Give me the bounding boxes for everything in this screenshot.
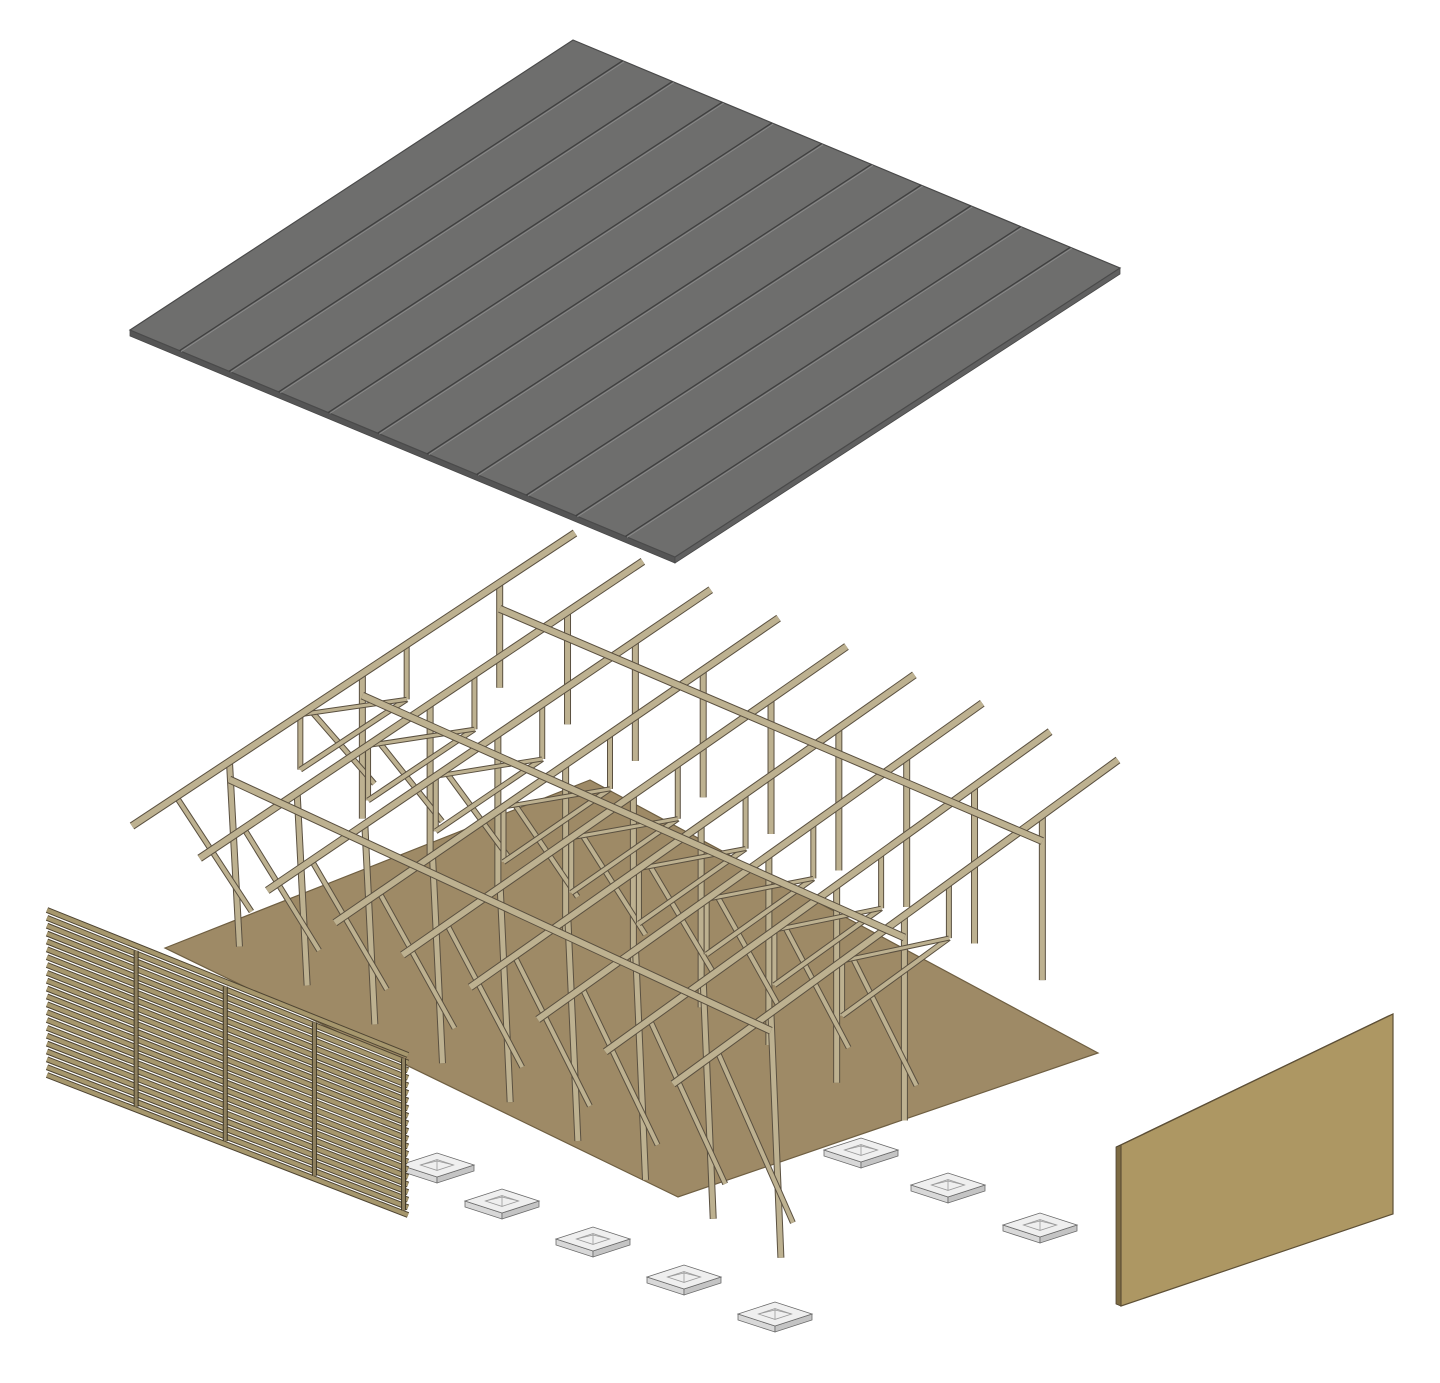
slat	[46, 1073, 409, 1217]
roof-seam-highlight	[577, 227, 1023, 518]
post	[430, 855, 445, 1064]
roof-seam-highlight	[527, 206, 973, 497]
rafter	[536, 700, 984, 1022]
solid-panel-face	[1120, 1013, 1394, 1307]
roof-seam	[327, 122, 773, 414]
roof-seam-highlight	[230, 82, 675, 373]
post	[497, 887, 513, 1103]
rafter	[265, 587, 713, 893]
strut	[377, 891, 457, 1030]
rafter	[197, 558, 645, 861]
post	[565, 918, 581, 1142]
strut	[174, 795, 254, 913]
post	[294, 792, 310, 986]
roof-seam-highlight	[428, 165, 874, 456]
roof-seam	[228, 80, 673, 372]
rafter	[333, 615, 781, 926]
roof-panel	[128, 39, 1122, 564]
roof-seam	[625, 246, 1071, 537]
strut	[580, 987, 660, 1146]
strut	[375, 738, 444, 823]
strut	[443, 769, 512, 861]
rafter	[400, 644, 849, 958]
roof-seam	[377, 143, 822, 434]
roof-seam-highlight	[329, 123, 774, 414]
roof-surface	[128, 39, 1122, 558]
footing-plinth	[419, 1159, 455, 1171]
roof-seam-highlight	[379, 144, 824, 435]
strut	[242, 827, 321, 952]
longitudinal-beam	[228, 776, 773, 1034]
strut	[510, 799, 580, 898]
strut	[309, 859, 389, 991]
strut	[512, 955, 592, 1107]
roof-seam	[476, 184, 922, 475]
truss-diagonal	[300, 697, 407, 717]
truss-diagonal	[435, 757, 543, 778]
roof-seam	[526, 205, 972, 496]
roof-seam-highlight	[279, 102, 724, 394]
post	[633, 949, 649, 1181]
strut	[648, 1018, 728, 1185]
floor-surface	[163, 779, 1100, 1198]
rafter	[603, 729, 1052, 1055]
post	[700, 981, 716, 1219]
roof-seam-highlight	[478, 185, 923, 476]
slat	[46, 908, 409, 1057]
truss-diagonal	[706, 876, 814, 901]
solid-panel-edge	[1115, 1144, 1122, 1307]
truss-diagonal	[570, 817, 679, 840]
truss-diagonal	[774, 906, 882, 932]
footing-plinth	[575, 1233, 611, 1245]
floor-deck	[163, 779, 1100, 1198]
roof-seam-highlight	[626, 247, 1072, 538]
post	[226, 761, 242, 947]
truss-diagonal	[841, 936, 950, 963]
truss-diagonal	[367, 727, 475, 747]
rafter	[671, 757, 1120, 1087]
rafter	[468, 672, 917, 990]
post	[362, 824, 378, 1025]
rafter	[130, 530, 577, 829]
post	[768, 1012, 784, 1258]
roof-seam	[426, 163, 872, 455]
truss-diagonal	[503, 787, 611, 809]
footing-plinth	[1022, 1219, 1059, 1231]
solid-wall-panel	[1115, 1013, 1394, 1307]
strut	[715, 1050, 795, 1224]
roof-seam	[179, 60, 624, 352]
slatted-wall-panel	[45, 907, 410, 1218]
footing-plinth	[666, 1271, 702, 1283]
strut	[307, 707, 376, 785]
footing-pads	[398, 1137, 1079, 1333]
roof-seam	[575, 226, 1021, 517]
truss-diagonal	[638, 847, 746, 871]
footing-plinth	[930, 1179, 966, 1191]
truss-bottom-chord	[840, 936, 951, 1018]
footing-plinth	[757, 1308, 793, 1320]
longitudinal-beam	[498, 606, 1044, 844]
strut	[849, 953, 919, 1087]
footing-plinth	[843, 1144, 879, 1156]
strut	[781, 922, 851, 1049]
timber-frame	[129, 529, 1121, 1258]
roof-seam-highlight	[180, 61, 625, 352]
roof-seam	[278, 101, 723, 393]
strut	[445, 923, 524, 1069]
footing-plinth	[484, 1195, 520, 1207]
longitudinal-beam	[361, 692, 906, 941]
